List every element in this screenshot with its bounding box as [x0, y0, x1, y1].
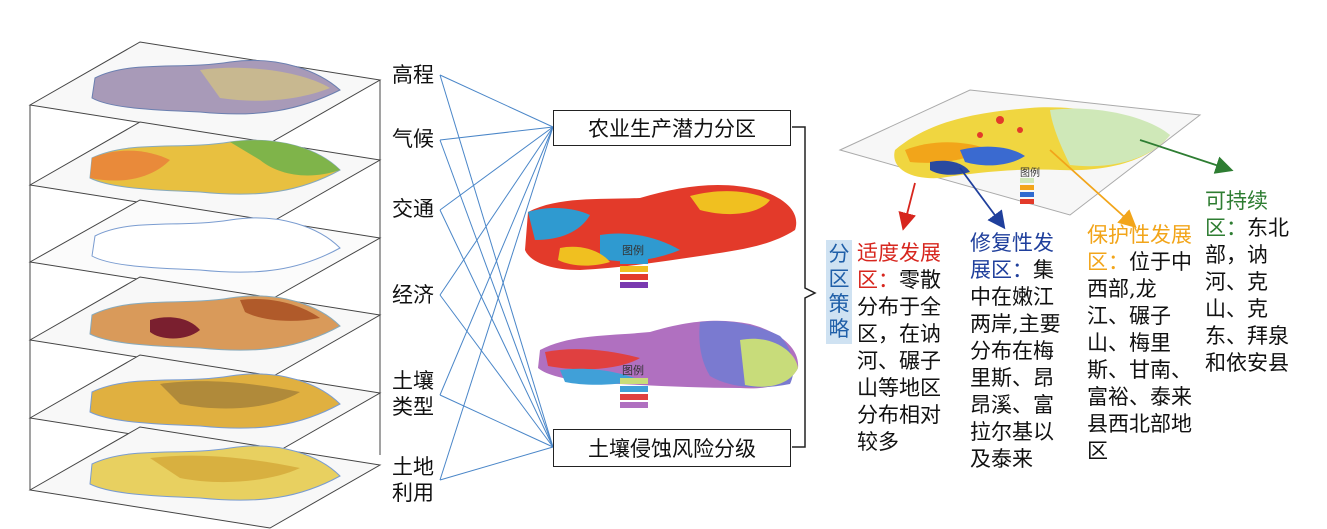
- factor-climate: 气候: [392, 127, 434, 151]
- factor-transport: 交通: [392, 197, 434, 221]
- layer-climate: [28, 121, 382, 224]
- zone-sustainable-title: 可持续区：: [1205, 189, 1268, 240]
- zone-legend-title: 图例: [1020, 168, 1040, 179]
- zone-protective-title: 保护性发展区：: [1087, 223, 1192, 274]
- arrow-protective: [1049, 149, 1137, 229]
- layer-soil-type: [28, 354, 382, 457]
- arrow-sustainable: [1139, 139, 1234, 174]
- potential-map: [525, 184, 797, 288]
- zone-moderate-body: 零散分布于全区，在讷河、碾子山等地区分布相对较多: [857, 268, 941, 454]
- zone-moderate-title: 适度发展区：: [857, 241, 941, 292]
- erosion-map: [538, 320, 799, 408]
- connector-lines: [439, 74, 554, 481]
- erosion-grading-box: 土壤侵蚀风险分级: [553, 429, 791, 467]
- zone-map: [838, 89, 1202, 216]
- potential-legend-title: 图例: [622, 244, 644, 257]
- zone-restoration-title: 修复性发展区：: [970, 231, 1054, 282]
- layer-transport: [28, 199, 382, 301]
- grouping-brace: [792, 126, 817, 448]
- arrow-moderate: [898, 182, 916, 231]
- zone-protective-body: 位于中西部,龙江、碾子山、梅里斯、甘南、富裕、泰来县西北部地区: [1087, 250, 1192, 463]
- strategy-label: 分区策略: [826, 240, 852, 344]
- erosion-legend-title: 图例: [622, 364, 644, 377]
- layer-elevation: [28, 41, 382, 144]
- zone-sustainable: 可持续区：东北部，讷河、克山、克东、拜泉和依安县: [1205, 188, 1289, 377]
- zone-restoration-body: 集中在嫩江两岸,主要分布在梅里斯、昂昂溪、富拉尔基以及泰来: [970, 258, 1061, 471]
- zone-moderate: 适度发展区：零散分布于全区，在讷河、碾子山等地区分布相对较多: [857, 240, 959, 456]
- factor-land-use: 土地 利用: [392, 455, 434, 505]
- factor-elevation: 高程: [392, 63, 434, 87]
- zone-restoration: 修复性发展区：集中在嫩江两岸,主要分布在梅里斯、昂昂溪、富拉尔基以及泰来: [970, 230, 1074, 473]
- factor-economy: 经济: [392, 283, 434, 307]
- potential-zoning-box: 农业生产潜力分区: [553, 110, 791, 146]
- layer-land-use: [28, 426, 382, 529]
- factor-soil-type: 土壤 类型: [392, 369, 434, 419]
- zone-protective: 保护性发展区：位于中西部,龙江、碾子山、梅里斯、甘南、富裕、泰来县西北部地区: [1087, 222, 1192, 465]
- layer-economy: [28, 276, 382, 379]
- zone-sustainable-body: 东北部，讷河、克山、克东、拜泉和依安县: [1205, 216, 1289, 375]
- arrow-restoration: [959, 167, 1006, 230]
